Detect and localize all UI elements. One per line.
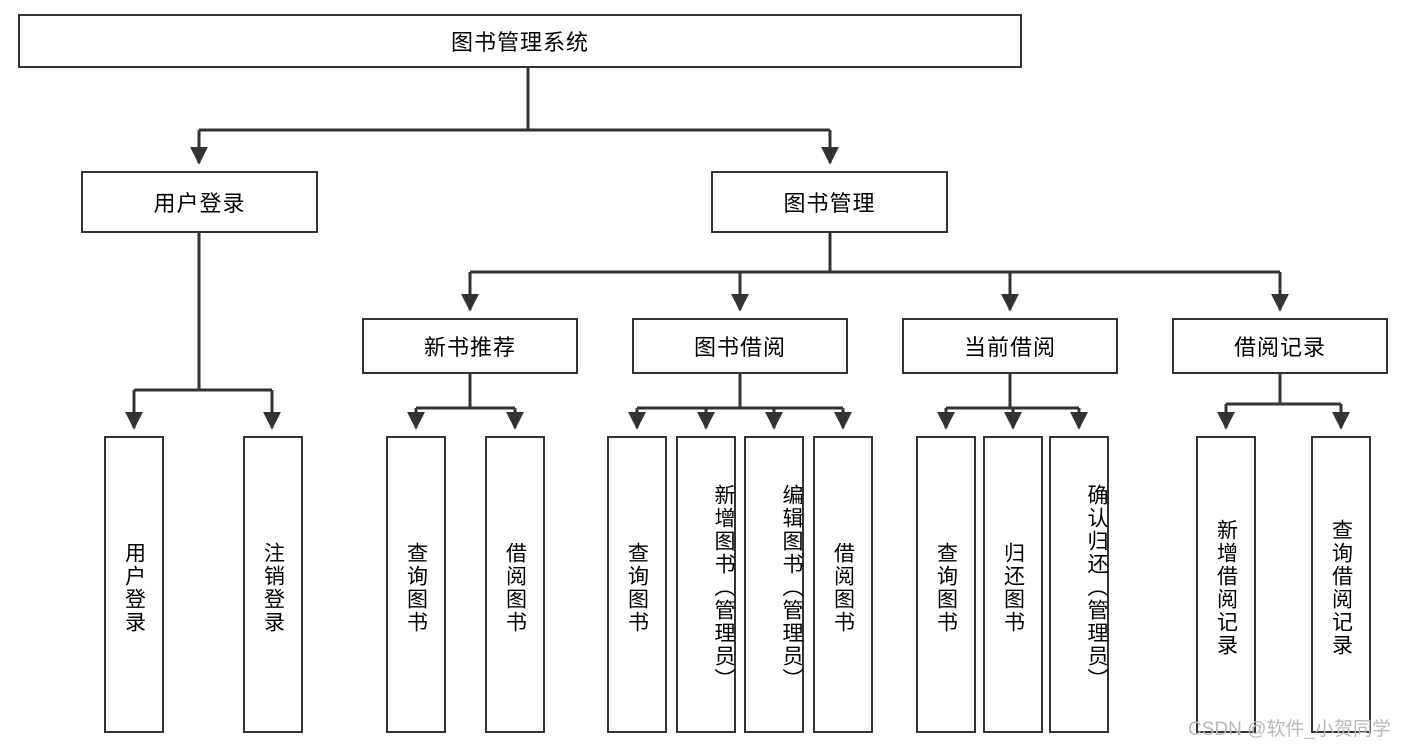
leaf-borrow-book-recommend[interactable]: 借阅图书: [485, 436, 545, 733]
leaf-borrow-book[interactable]: 借阅图书: [813, 436, 873, 733]
leaf-logout-login[interactable]: 注销登录: [243, 436, 303, 733]
leaf-add-book-admin[interactable]: 新增图书（管理员）: [676, 436, 736, 733]
node-root-system[interactable]: 图书管理系统: [18, 14, 1022, 68]
node-borrow-record[interactable]: 借阅记录: [1172, 318, 1388, 374]
leaf-user-login[interactable]: 用户登录: [104, 436, 164, 733]
csdn-watermark: CSDN @软件_小贺同学: [1188, 719, 1391, 740]
node-book-borrow[interactable]: 图书借阅: [632, 318, 848, 374]
node-book-manage[interactable]: 图书管理: [711, 171, 948, 233]
leaf-query-book-recommend[interactable]: 查询图书: [386, 436, 446, 733]
node-current-borrow[interactable]: 当前借阅: [902, 318, 1118, 374]
node-user-login[interactable]: 用户登录: [81, 171, 318, 233]
leaf-add-borrow-record[interactable]: 新增借阅记录: [1196, 436, 1256, 733]
leaf-edit-book-admin[interactable]: 编辑图书（管理员）: [744, 436, 804, 733]
leaf-query-book-borrow[interactable]: 查询图书: [607, 436, 667, 733]
node-new-book-recommend[interactable]: 新书推荐: [362, 318, 578, 374]
leaf-query-borrow-record[interactable]: 查询借阅记录: [1311, 436, 1371, 733]
leaf-return-book[interactable]: 归还图书: [983, 436, 1043, 733]
leaf-query-book-current[interactable]: 查询图书: [916, 436, 976, 733]
leaf-confirm-return-admin[interactable]: 确认归还（管理员）: [1049, 436, 1109, 733]
